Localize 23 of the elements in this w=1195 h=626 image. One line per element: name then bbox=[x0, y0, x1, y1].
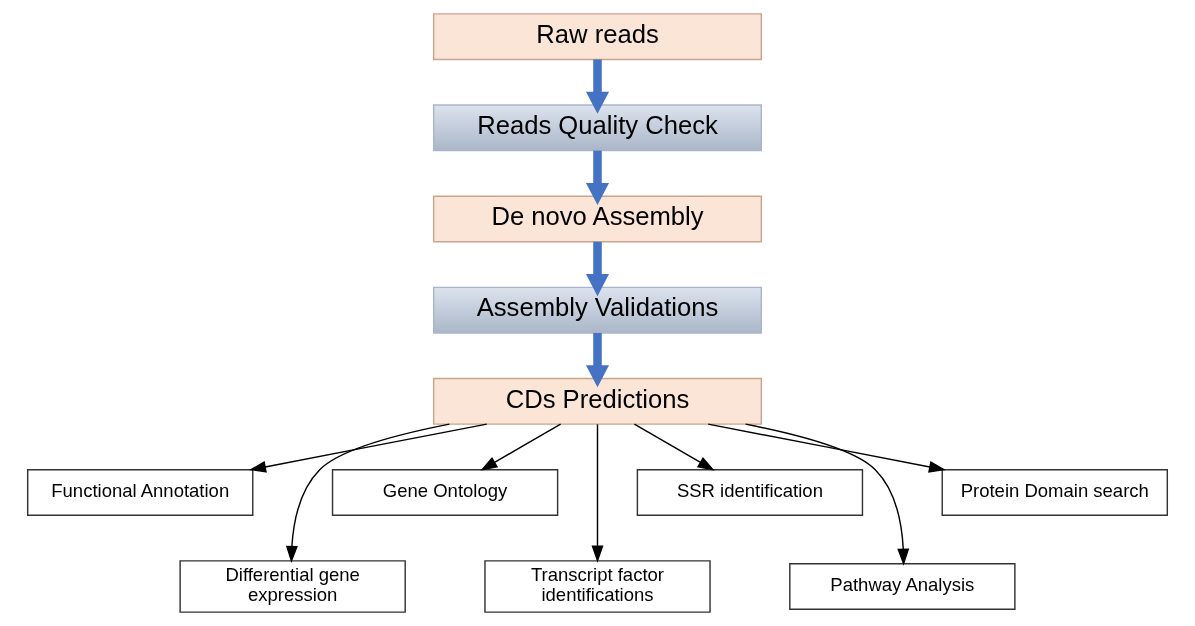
node-box: Transcript factor identifications bbox=[484, 560, 711, 613]
node-box: Functional Annotation bbox=[27, 469, 254, 516]
arrow bbox=[585, 332, 610, 388]
arrow bbox=[585, 241, 610, 297]
arrow bbox=[480, 423, 562, 471]
node-box: Assembly Validations bbox=[432, 286, 763, 334]
arrow bbox=[248, 423, 488, 473]
node-box: Pathway Analysis bbox=[789, 563, 1016, 610]
arrow bbox=[744, 423, 910, 566]
arrow bbox=[585, 59, 610, 114]
arrow bbox=[633, 423, 715, 471]
node-box: Raw reads bbox=[432, 13, 763, 61]
node-box: De novo Assembly bbox=[432, 195, 763, 243]
node-box: CDs Predictions bbox=[432, 377, 763, 425]
node-box: SSR identification bbox=[636, 469, 864, 516]
node-box: Differential gene expression bbox=[179, 560, 406, 613]
arrow bbox=[585, 150, 610, 205]
arrow bbox=[591, 423, 604, 563]
arrow bbox=[707, 423, 947, 473]
node-box: Protein Domain search bbox=[941, 469, 1168, 516]
node-box: Gene Ontology bbox=[331, 469, 559, 516]
node-box: Reads Quality Check bbox=[432, 104, 763, 152]
arrow bbox=[285, 423, 451, 563]
